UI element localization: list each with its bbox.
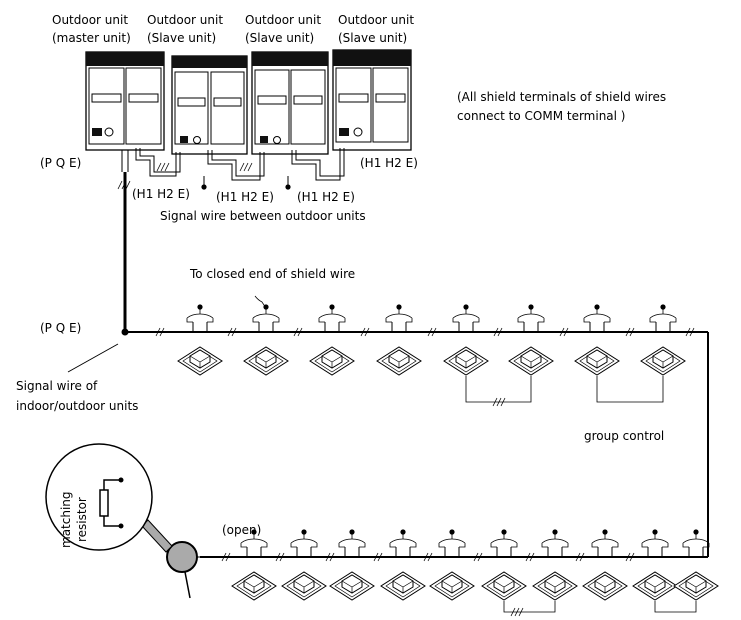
outdoor-unit-3-role: (Slave unit): [245, 31, 314, 45]
outdoor-unit-slave-2: [251, 51, 329, 155]
closed-end-leader: [254, 295, 267, 309]
outdoor-unit-4-title: Outdoor unit: [338, 13, 414, 27]
outdoor-unit-2-title: Outdoor unit: [147, 13, 223, 27]
pqe-outdoor-label: (P Q E): [40, 156, 81, 170]
outdoor-signal-wiring: [121, 148, 345, 186]
signal-wire-between-outdoor-label: Signal wire between outdoor units: [160, 209, 366, 223]
indoor-unit: [281, 528, 327, 601]
resistor-label-line-1: matching: [59, 491, 73, 548]
indoor-unit: [632, 528, 678, 601]
group-control-link-upper-1: [465, 376, 532, 403]
h1h2e-label-1: (H1 H2 E): [132, 187, 190, 201]
indoor-row-lower: [221, 528, 719, 601]
outdoor-unit-4-role: (Slave unit): [338, 31, 407, 45]
resistor-terminal-top: [118, 477, 124, 483]
outdoor-unit-3-title: Outdoor unit: [245, 13, 321, 27]
indoor-unit: [380, 528, 426, 601]
h1h2e-label-3: (H1 H2 E): [297, 190, 355, 204]
magnifier-handle: [184, 571, 191, 599]
h1h2e-label-4: (H1 H2 E): [360, 156, 418, 170]
indoor-unit: [231, 528, 277, 601]
outdoor-unit-2-role: (Slave unit): [147, 31, 216, 45]
indoor-unit: [673, 528, 719, 601]
indoor-unit: [177, 303, 223, 376]
indoor-unit: [429, 528, 475, 601]
indoor-unit: [309, 303, 355, 376]
indoor-unit: [243, 303, 289, 376]
outdoor-unit-master: [85, 51, 165, 151]
group-control-link-upper-2: [596, 376, 664, 403]
indoor-outdoor-signal-label-1: Signal wire of: [16, 379, 98, 393]
shield-note-line-1: (All shield terminals of shield wires: [457, 90, 666, 104]
indoor-unit: [481, 528, 527, 601]
outdoor-unit-1-role: (master unit): [52, 31, 131, 45]
resistor-leads: [103, 479, 120, 527]
shield-note-line-2: connect to COMM terminal ): [457, 109, 625, 123]
indoor-outdoor-signal-label-2: indoor/outdoor units: [16, 399, 138, 413]
resistor-symbol: [99, 489, 109, 517]
group-control-label: group control: [584, 429, 664, 443]
bus-junction-dot: [121, 328, 129, 336]
shield-connection-dot-2: [285, 184, 291, 190]
outdoor-unit-slave-1: [171, 55, 248, 155]
matching-resistor-callout: matching resistor: [45, 443, 153, 551]
indoor-unit: [508, 303, 554, 376]
resistor-label-line-2: resistor: [75, 497, 89, 542]
indoor-unit: [574, 303, 620, 376]
resistor-terminal-bottom: [118, 523, 124, 529]
closed-end-label: To closed end of shield wire: [189, 267, 355, 281]
h1h2e-label-2: (H1 H2 E): [216, 190, 274, 204]
leader-line-indoor-outdoor: [67, 343, 119, 373]
indoor-unit: [640, 303, 686, 376]
group-control-link-lower-1: [503, 601, 556, 613]
outdoor-unit-1-title: Outdoor unit: [52, 13, 128, 27]
open-end-label: (open): [222, 523, 261, 537]
outdoor-unit-slave-3: [332, 49, 412, 151]
magnifier-pointer: [141, 519, 173, 553]
indoor-unit: [443, 303, 489, 376]
indoor-unit: [582, 528, 628, 601]
pqe-indoor-label: (P Q E): [40, 321, 81, 335]
group-control-link-lower-2: [654, 601, 697, 613]
indoor-unit: [329, 528, 375, 601]
indoor-unit: [532, 528, 578, 601]
indoor-unit: [376, 303, 422, 376]
shield-connection-dot-1: [201, 184, 207, 190]
indoor-row-upper: [155, 303, 695, 376]
